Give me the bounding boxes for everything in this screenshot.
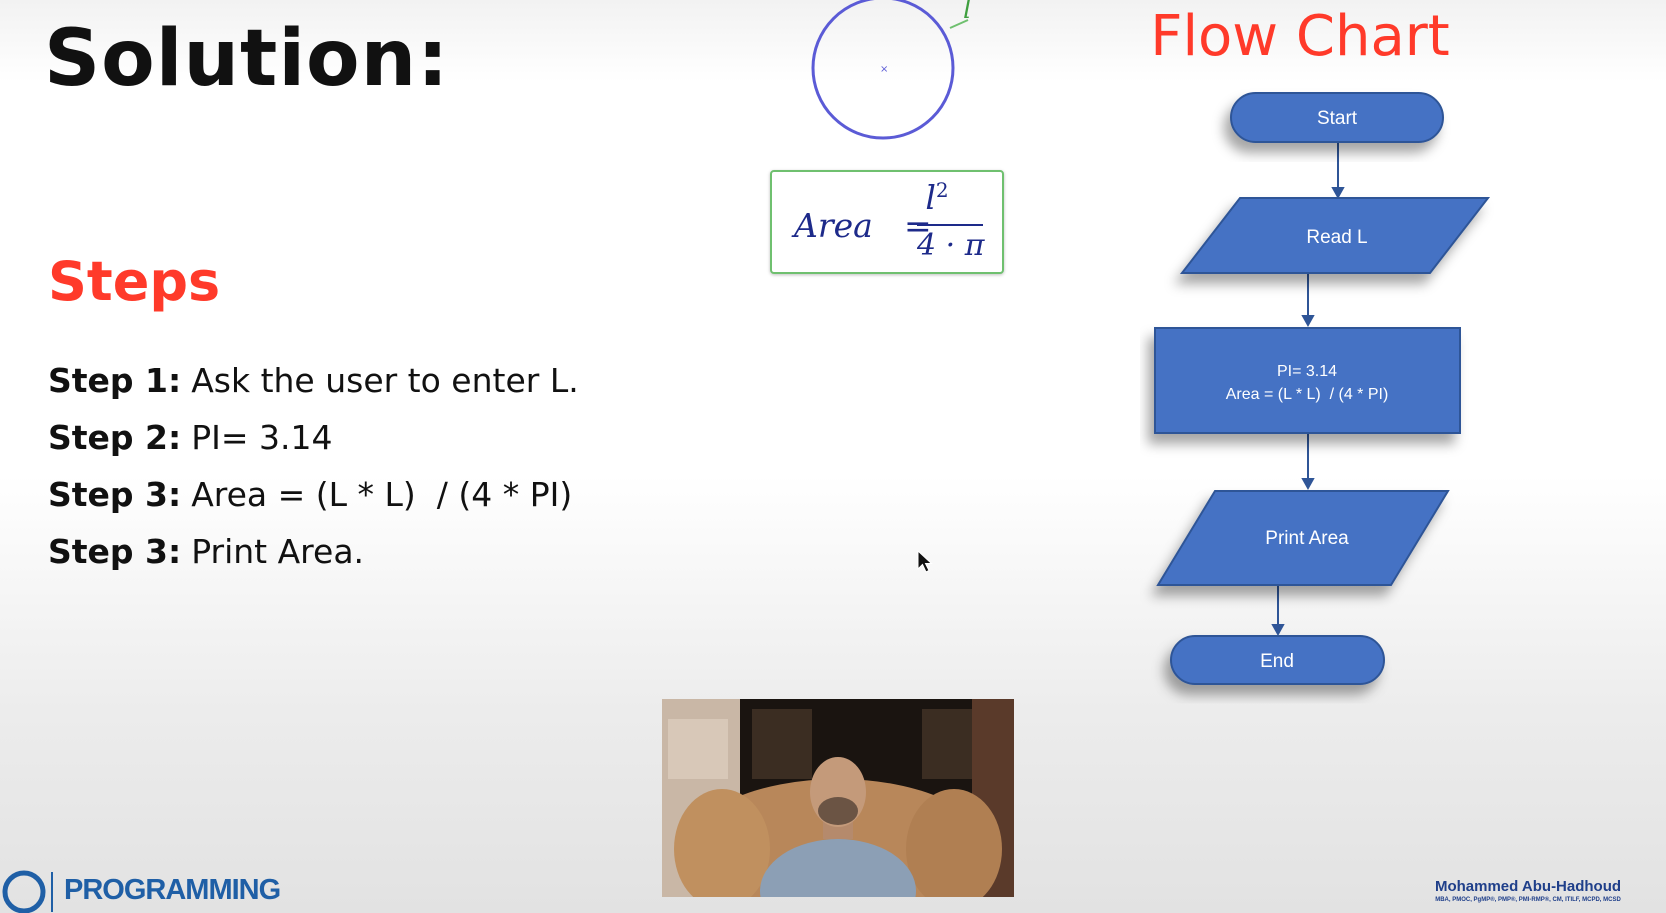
mouse-cursor-icon — [917, 550, 933, 573]
flowchart-title: Flow Chart — [1150, 4, 1450, 69]
formula-box: Area = l2 4 · π — [770, 170, 1004, 274]
brand-logo: PROGRAMMING — [2, 868, 281, 913]
step-text: PI= 3.14 — [191, 418, 333, 457]
step-item: Step 3:Area = (L * L) / (4 * PI) — [48, 466, 579, 523]
flow-node-end-label: End — [1260, 651, 1294, 672]
circle-center-mark: × — [880, 64, 888, 75]
formula-numerator: l2 — [902, 178, 972, 217]
flow-node-process-line2: Area = (L * L) / (4 * PI) — [1226, 386, 1389, 403]
flow-node-start-label: Start — [1317, 108, 1358, 129]
formula-fraction-bar — [917, 224, 983, 226]
flowchart-connectors — [1271, 142, 1345, 637]
author-credentials: MBA, PMOC, PgMP®, PMP®, PMI-RMP®, CM, IT… — [1435, 897, 1621, 903]
step-label: Step 1: — [48, 361, 182, 400]
circle-shape — [811, 0, 955, 140]
brand-logo-icon — [2, 870, 53, 913]
steps-list: Step 1:Ask the user to enter L. Step 2:P… — [48, 352, 579, 580]
arrowhead-icon — [1331, 187, 1345, 200]
flow-node-end: End — [1170, 635, 1385, 685]
step-label: Step 3: — [48, 475, 182, 514]
step-item: Step 3:Print Area. — [48, 523, 579, 580]
formula-lhs: Area — [794, 206, 873, 245]
presenter-video-frame — [662, 699, 1014, 897]
flowchart: Flow Chart Start Read L PI= 3.14 Area = … — [1150, 4, 1491, 685]
formula-num-exp: 2 — [935, 178, 949, 202]
step-label: Step 3: — [48, 532, 182, 571]
author-name: Mohammed Abu-Hadhoud — [1434, 878, 1622, 895]
presenter-webcam — [662, 699, 1014, 897]
flow-node-print-label: Print Area — [1265, 528, 1349, 549]
arrowhead-icon — [1301, 478, 1315, 491]
author-credit: Mohammed Abu-Hadhoud MBA, PMOC, PgMP®, P… — [1390, 878, 1666, 903]
flow-node-process-line1: PI= 3.14 — [1277, 363, 1337, 380]
arrowhead-icon — [1301, 315, 1315, 328]
step-text: Area = (L * L) / (4 * PI) — [191, 475, 573, 514]
flow-node-process: PI= 3.14 Area = (L * L) / (4 * PI) — [1154, 327, 1461, 434]
circle-illustration: × l — [811, 0, 971, 140]
step-item: Step 2:PI= 3.14 — [48, 409, 579, 466]
flow-node-start: Start — [1230, 92, 1444, 143]
circle-label: l — [963, 0, 971, 25]
flow-node-read: Read L — [1179, 197, 1491, 274]
step-label: Step 2: — [48, 418, 182, 457]
slide-title: Solution: — [44, 14, 450, 104]
arrowhead-icon — [1271, 624, 1285, 637]
formula-denominator: 4 · π — [917, 228, 985, 263]
flow-node-read-label: Read L — [1306, 227, 1367, 248]
brand-name: PROGRAMMING — [64, 874, 281, 906]
step-item: Step 1:Ask the user to enter L. — [48, 352, 579, 409]
formula-num-base: l — [925, 178, 936, 217]
flow-node-print: Print Area — [1156, 490, 1450, 586]
step-text: Print Area. — [191, 532, 365, 571]
step-text: Ask the user to enter L. — [191, 361, 579, 400]
circle-label-leader — [949, 19, 969, 29]
steps-heading: Steps — [48, 250, 221, 313]
